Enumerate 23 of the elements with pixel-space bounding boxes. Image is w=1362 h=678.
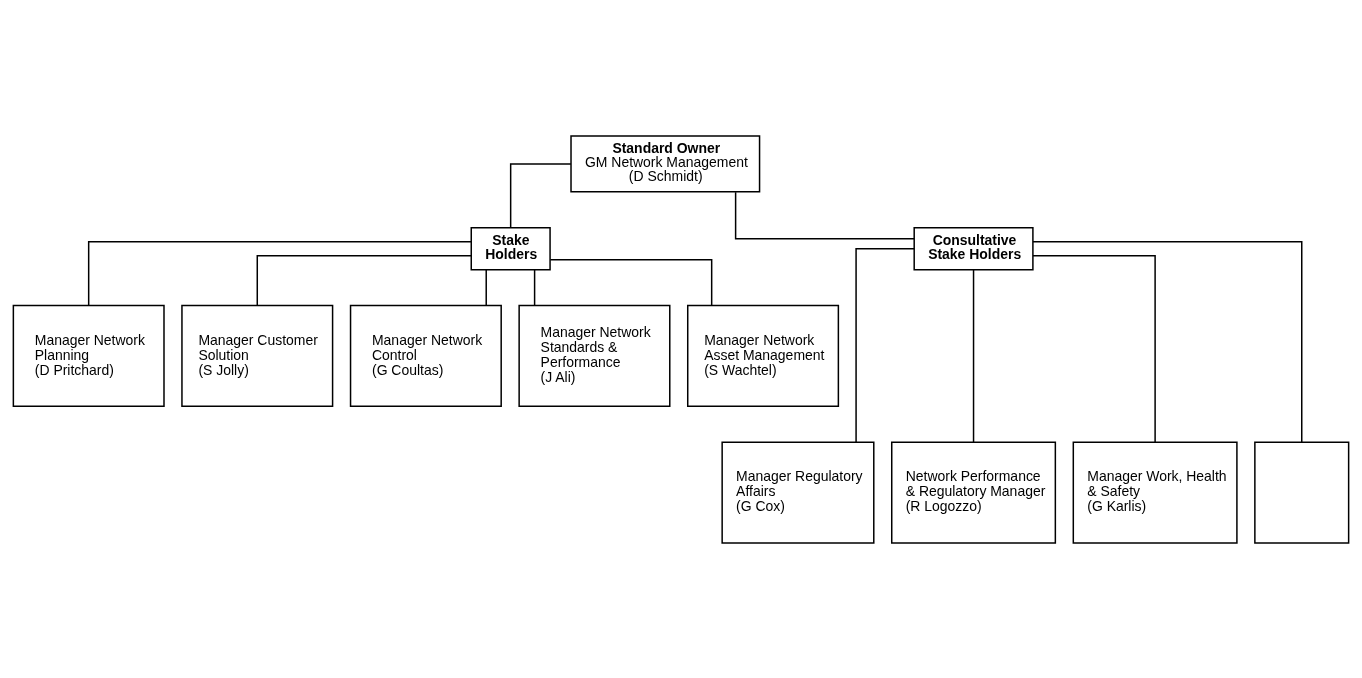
node-box: Network Performance & Regulatory Manager (R Logozzo): [891, 441, 1057, 544]
node-box: Manager Network Control (G Coultas): [349, 304, 502, 407]
connector: [87, 240, 472, 306]
connector: [1032, 240, 1303, 443]
connector: [734, 190, 915, 239]
node-box: Manager Work, Health & Safety (G Karlis): [1072, 441, 1238, 544]
node-box: Standard Owner GM Network Management (D Schmidt): [570, 134, 761, 193]
node-box: Manager Customer Solution (S Jolly): [181, 304, 334, 407]
connector: [485, 268, 487, 306]
node-box: Stake Holders: [470, 226, 551, 270]
connector: [533, 268, 536, 306]
connector: [1032, 254, 1156, 443]
connector: [855, 247, 915, 443]
node-box: Manager Network Asset Management (S Wachtel): [687, 304, 840, 407]
node-box: [1254, 441, 1350, 544]
connector: [256, 254, 472, 306]
connector: [549, 258, 713, 306]
connector: [509, 162, 572, 228]
node-box: Manager Regulatory Affairs (G Cox): [721, 441, 875, 544]
node-box: Manager Network Standards & Performance (J Ali): [518, 304, 671, 407]
node-box: Consultative Stake Holders: [913, 226, 1034, 270]
connector: [972, 268, 975, 443]
node-box: Manager Network Planning (D Pritchard): [12, 304, 165, 407]
